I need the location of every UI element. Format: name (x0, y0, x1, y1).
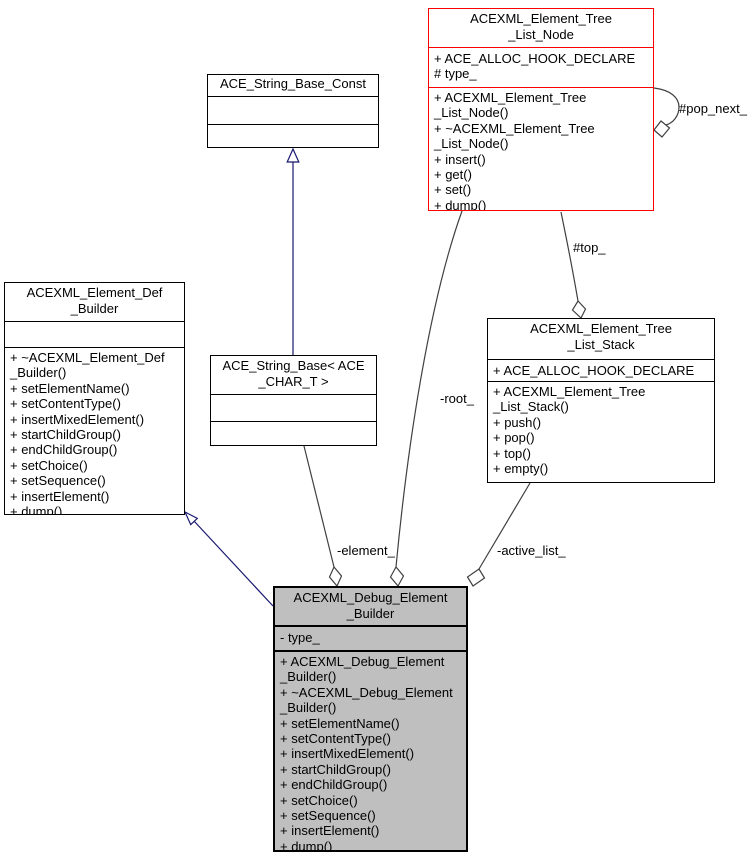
class-name-line: ACEXML_Element_Def (26, 285, 163, 300)
method-text: + setElementName() (10, 380, 130, 396)
class-name-line: ACE_String_Base_Const (220, 76, 366, 91)
class-box-ace-string-base[interactable]: ACE_String_Base< ACE_CHAR_T > (210, 355, 377, 446)
attribute-text: + ACE_ALLOC_HOOK_DECLARE (434, 51, 636, 66)
class-title: ACEXML_Element_Tree_List_Stack (488, 319, 714, 359)
attribute-text: + ACE_ALLOC_HOOK_DECLARE (493, 363, 695, 378)
method-text: + pop() (493, 430, 535, 446)
method-text: + empty() (493, 461, 549, 477)
method-text: _Builder() (280, 669, 337, 685)
class-name-line: _List_Stack (567, 337, 635, 352)
method-text: + ~ACEXML_Element_Tree (434, 120, 595, 136)
method-text: + insert() (434, 151, 486, 167)
edge-label-pop-next: #pop_next_ (679, 101, 747, 116)
class-title: ACEXML_Element_Tree_List_Node (429, 9, 653, 47)
method-text: + insertElement() (10, 488, 110, 504)
method-text: + ACEXML_Element_Tree (434, 90, 587, 105)
edge-label-root: -root_ (440, 391, 474, 406)
method-text: + startChildGroup() (280, 761, 391, 777)
method-text: + setSequence() (10, 473, 106, 489)
class-attributes (211, 394, 376, 421)
method-text: + setElementName() (280, 715, 400, 731)
class-name-line: ACEXML_Element_Tree (530, 321, 672, 336)
edge-label-top: #top_ (573, 240, 606, 255)
class-methods: + ACEXML_Element_Tree_List_Node()+ ~ACEX… (429, 87, 653, 210)
class-methods: + ACEXML_Debug_Element_Builder()+ ~ACEXM… (275, 650, 466, 850)
class-methods: + ~ACEXML_Element_Def_Builder()+ setElem… (5, 347, 184, 514)
class-attributes: + ACE_ALLOC_HOOK_DECLARE (488, 359, 714, 381)
class-box-acexml-element-tree-list-node[interactable]: ACEXML_Element_Tree_List_Node + ACE_ALLO… (428, 8, 654, 211)
class-name-line: _List_Node (508, 27, 574, 42)
method-text: + top() (493, 445, 531, 461)
method-text: + endChildGroup() (10, 442, 118, 458)
method-text: + endChildGroup() (280, 777, 388, 793)
edge-label-active-list: -active_list_ (497, 543, 566, 558)
method-text: + dump() (280, 838, 333, 850)
method-text: + setSequence() (280, 808, 376, 824)
edge-aggregation-top (560, 211, 587, 319)
method-text: + startChildGroup() (10, 427, 121, 443)
method-text: + ACEXML_Element_Tree (493, 384, 646, 399)
class-name-line: _Builder (70, 301, 119, 316)
method-text: + setContentType() (280, 731, 391, 747)
method-text: _Builder() (280, 700, 337, 716)
class-name-line: _CHAR_T > (258, 374, 329, 389)
method-text: + insertMixedElement() (280, 746, 415, 762)
class-attributes (5, 321, 184, 347)
method-text: + ACEXML_Debug_Element (280, 654, 445, 669)
method-text: + dump() (434, 197, 487, 210)
class-attributes: - type_ (275, 625, 466, 650)
edge-inheritance-string-base-const (286, 147, 300, 355)
method-text: _List_Node() (434, 136, 509, 152)
class-name-line: _Builder (346, 606, 395, 621)
edge-label-element: -element_ (337, 543, 395, 558)
class-attributes (208, 96, 378, 124)
attribute-text: # type_ (434, 66, 477, 82)
method-text: + push() (493, 414, 542, 430)
class-title: ACE_String_Base< ACE_CHAR_T > (211, 356, 376, 394)
class-box-acexml-element-def-builder[interactable]: ACEXML_Element_Def_Builder + ~ACEXML_Ele… (4, 282, 185, 515)
edge-aggregation-element (303, 445, 343, 588)
class-name-line: ACEXML_Element_Tree (470, 11, 612, 26)
edge-aggregation-active-list (466, 482, 531, 587)
method-text: + ~ACEXML_Element_Def (10, 350, 165, 365)
attribute-text: - type_ (280, 630, 320, 645)
class-box-acexml-element-tree-list-stack[interactable]: ACEXML_Element_Tree_List_Stack + ACE_ALL… (487, 318, 715, 483)
class-box-ace-string-base-const[interactable]: ACE_String_Base_Const (207, 74, 379, 148)
class-title: ACEXML_Debug_Element_Builder (275, 588, 466, 625)
class-methods (211, 421, 376, 445)
method-text: + setChoice() (10, 457, 88, 473)
method-text: + ~ACEXML_Debug_Element (280, 684, 453, 700)
method-text: + setChoice() (280, 792, 358, 808)
method-text: _Builder() (10, 365, 67, 381)
method-text: + setContentType() (10, 396, 121, 412)
class-methods (208, 124, 378, 147)
class-title: ACEXML_Element_Def_Builder (5, 283, 184, 321)
method-text: _List_Node() (434, 105, 509, 121)
edge-inheritance-element-def-builder (183, 510, 274, 607)
class-attributes: + ACE_ALLOC_HOOK_DECLARE# type_ (429, 47, 653, 87)
class-title: ACE_String_Base_Const (208, 75, 378, 96)
class-methods: + ACEXML_Element_Tree_List_Stack()+ push… (488, 381, 714, 482)
class-name-line: ACE_String_Base< ACE (222, 358, 365, 373)
method-text: + insertElement() (280, 823, 380, 839)
class-name-line: ACEXML_Debug_Element (293, 590, 448, 605)
method-text: + dump() (10, 504, 63, 514)
method-text: + set() (434, 182, 472, 198)
method-text: + get() (434, 167, 472, 183)
edge-aggregation-pop-next (653, 87, 680, 138)
class-box-acexml-debug-element-builder[interactable]: ACEXML_Debug_Element_Builder - type_ + A… (273, 586, 468, 852)
method-text: _List_Stack() (493, 399, 569, 415)
method-text: + insertMixedElement() (10, 411, 145, 427)
